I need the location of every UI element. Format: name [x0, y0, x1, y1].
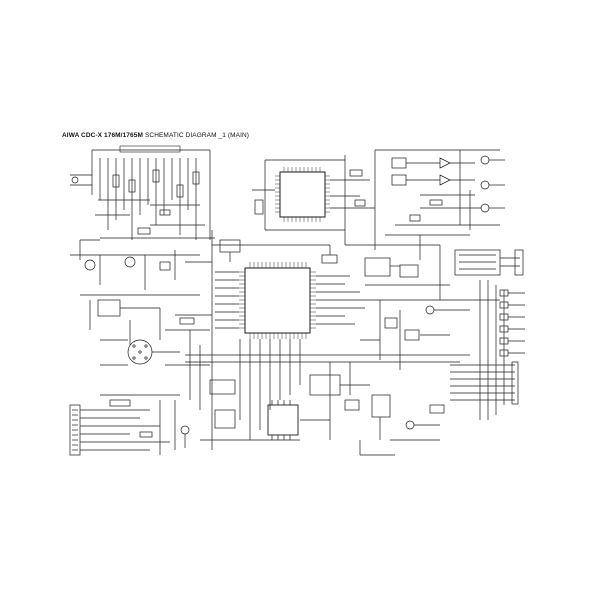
left-bottom-connector — [69, 394, 190, 456]
right-connector-column — [450, 280, 525, 420]
main-ic — [211, 230, 365, 450]
left-middle-block — [70, 250, 212, 410]
left-top-block — [70, 145, 215, 260]
bottom-center-block — [185, 339, 470, 456]
diagram-title-model: AIWA CDC-X 176M/1765M — [62, 132, 143, 139]
right-top-audio — [374, 149, 505, 260]
diagram-title-subtitle: SCHEMATIC DIAGRAM _1 (MAIN) — [144, 132, 250, 139]
top-ic — [252, 155, 375, 245]
right-middle-block — [345, 244, 524, 370]
